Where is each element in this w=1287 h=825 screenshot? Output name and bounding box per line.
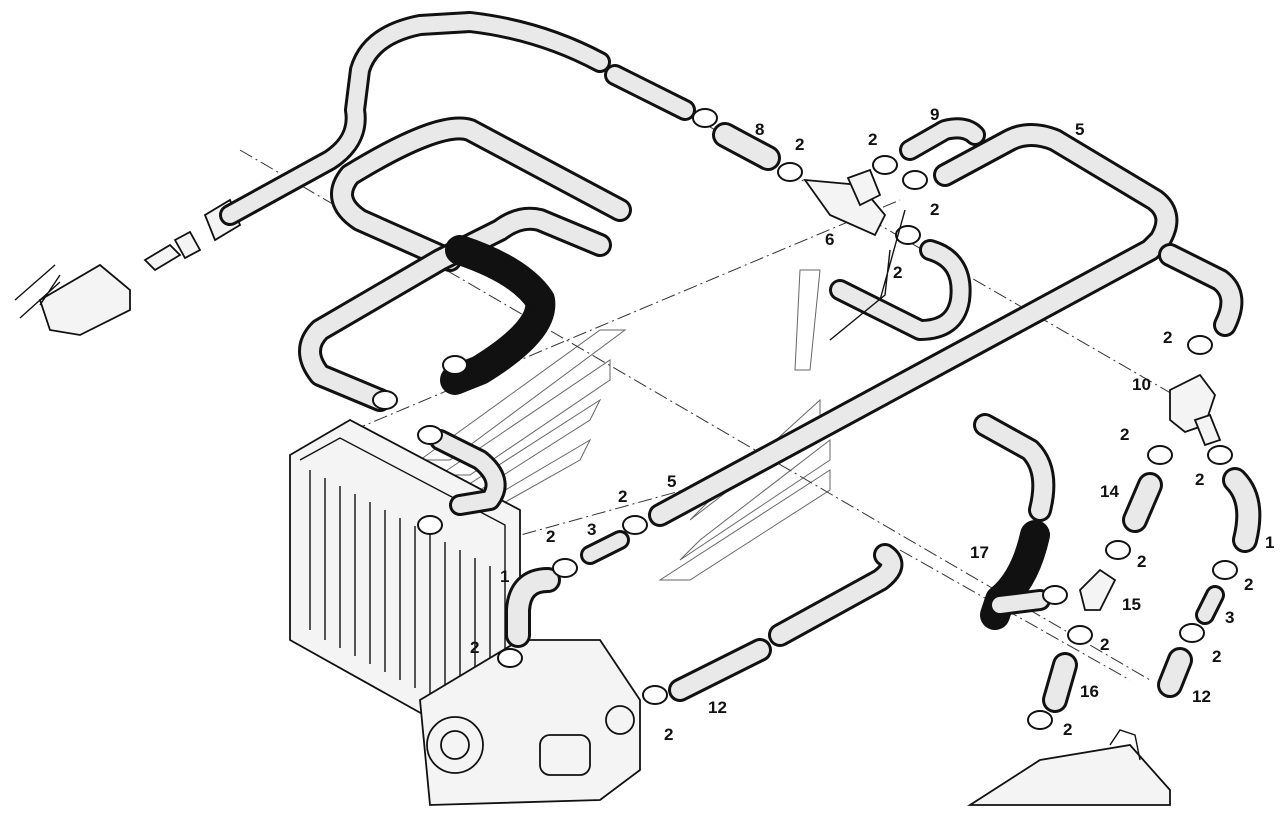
clamp	[872, 155, 898, 175]
callout-label: 2	[1212, 647, 1221, 666]
callout-label: 9	[930, 105, 939, 124]
callout-label: 2	[1100, 635, 1109, 654]
clamp	[902, 170, 928, 190]
callout-label: 2	[546, 527, 555, 546]
callout-label: 2	[470, 638, 479, 657]
callout-label: 12	[1192, 687, 1211, 706]
engine-block-right	[966, 729, 1171, 806]
hose-radiator-top	[429, 429, 507, 516]
clamp	[1147, 445, 1173, 465]
callout-label: 2	[1063, 720, 1072, 739]
temperature-sensor	[14, 198, 242, 336]
callout-label: 10	[1132, 375, 1151, 394]
hose-14	[1122, 472, 1163, 533]
clamp	[622, 515, 648, 535]
hose-12-lower	[668, 543, 904, 702]
clamp	[497, 648, 523, 668]
clamp	[1187, 335, 1213, 355]
callout-label: 2	[795, 135, 804, 154]
callout-label: 2	[1120, 425, 1129, 444]
callout-label: 2	[1163, 328, 1172, 347]
hose-1-elbow	[505, 567, 561, 648]
clamp	[442, 355, 468, 375]
clamp	[417, 425, 443, 445]
clamp	[1027, 710, 1053, 730]
callout-label: 2	[868, 130, 877, 149]
callout-label: 14	[1100, 482, 1119, 501]
callout-label: 2	[893, 263, 902, 282]
hose-16	[1042, 652, 1078, 713]
clamp	[1179, 623, 1205, 643]
callout-label: 2	[1244, 575, 1253, 594]
valve-10	[1169, 373, 1222, 447]
fitting-15	[1079, 568, 1117, 611]
hose-17-top	[973, 413, 1056, 616]
engine-block	[419, 639, 641, 806]
callout-label: 2	[1137, 552, 1146, 571]
hose-3-short	[580, 530, 630, 565]
callout-label: 3	[587, 520, 596, 539]
clamp	[1212, 560, 1238, 580]
hose-3-right	[1195, 585, 1225, 625]
clamp	[1105, 540, 1131, 560]
callout-label: 17	[970, 543, 989, 562]
callout-label: 6	[825, 230, 834, 249]
hose-5-loop	[648, 117, 1179, 527]
clamp	[552, 558, 578, 578]
hose-1-right	[1222, 467, 1262, 553]
callout-label: 5	[667, 472, 676, 491]
hose-8	[712, 122, 781, 171]
leader-lines	[829, 209, 906, 341]
clamp	[417, 515, 443, 535]
callout-label: 2	[618, 487, 627, 506]
clamp	[372, 390, 398, 410]
callout-label: 1	[500, 567, 509, 586]
callout-label: 5	[1075, 120, 1084, 139]
callout-label: 3	[1225, 608, 1234, 627]
clamp	[777, 162, 803, 182]
callout-label: 16	[1080, 682, 1099, 701]
hose-right-drop	[1158, 243, 1244, 337]
callout-label: 1	[1265, 533, 1274, 552]
callout-label: 2	[1195, 470, 1204, 489]
hose-12-right	[1157, 647, 1193, 698]
clamp	[692, 108, 718, 128]
clamp	[1067, 625, 1093, 645]
hose-middle-loop	[298, 116, 632, 412]
hose-clamps	[372, 108, 1238, 730]
callout-label: 12	[708, 698, 727, 717]
t-piece-6	[803, 168, 887, 237]
callout-label: 2	[930, 200, 939, 219]
clamp	[1042, 585, 1068, 605]
callout-label: 8	[755, 120, 764, 139]
hose-top-left	[219, 11, 696, 226]
callout-label: 2	[664, 725, 673, 744]
hose-loop-under-6	[829, 239, 972, 341]
clamp	[895, 225, 921, 245]
callout-labels: 8 2 2 9 5 2 6 2 2 10 2 14 2 1 2 15 2 3 2…	[470, 105, 1274, 744]
callout-label: 15	[1122, 595, 1141, 614]
clamp	[1207, 445, 1233, 465]
clamp	[642, 685, 668, 705]
